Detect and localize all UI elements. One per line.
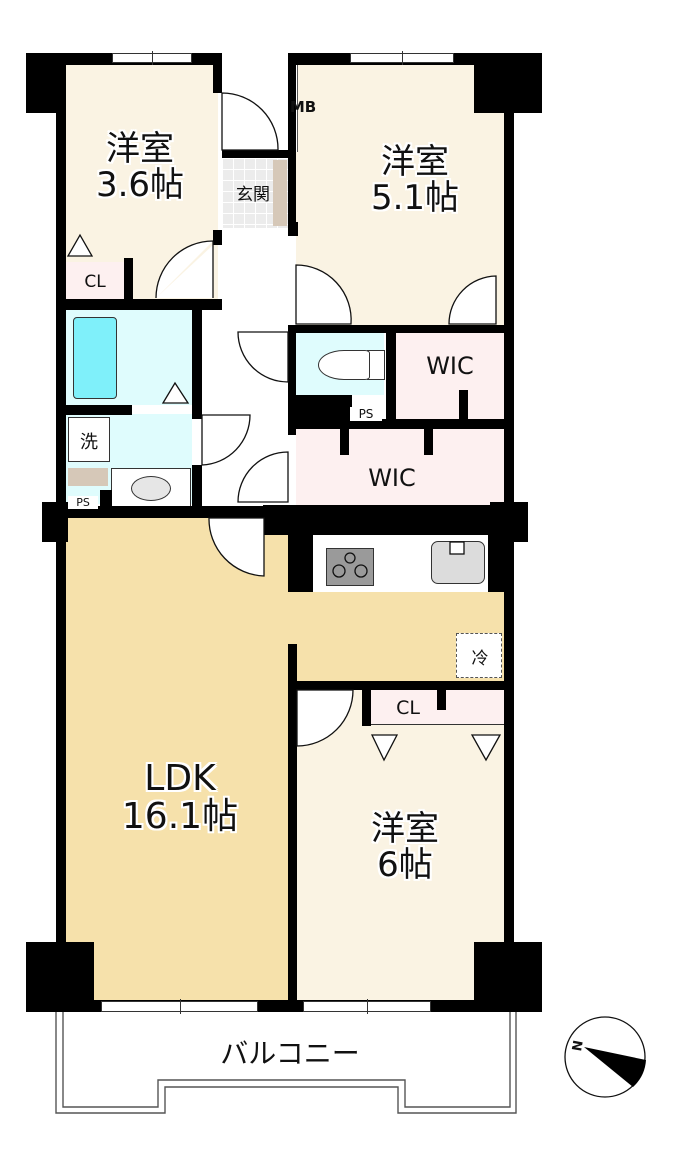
label-closet-1: CL — [84, 272, 106, 292]
wall-room3-top — [288, 681, 514, 690]
room-label-western-2: 洋室 5.1帖 — [345, 142, 485, 218]
wall-entrance-top — [222, 150, 296, 158]
label-entrance: 玄関 — [236, 185, 270, 205]
room-size: 3.6帖 — [95, 164, 185, 205]
ldk-fill — [66, 518, 288, 1002]
room-name: LDK — [144, 758, 216, 799]
room-name: 洋室 — [381, 142, 449, 182]
room-label-western-1: 洋室 3.6帖 — [75, 129, 205, 205]
shoe-box — [273, 160, 287, 226]
wic2-stub-1 — [340, 425, 349, 455]
room-name: 洋室 — [106, 129, 174, 169]
wall-room1-bottom — [56, 299, 222, 310]
wic-1-fill — [396, 333, 504, 419]
wall-left — [56, 53, 66, 1012]
shelf — [68, 468, 108, 486]
wall-kitchen-right — [488, 530, 508, 592]
wall-ps-left — [100, 490, 112, 510]
wall-ldk-divider — [288, 644, 297, 1006]
label-washer: 洗 — [80, 432, 98, 453]
fridge-space — [456, 633, 502, 678]
window-room3 — [303, 999, 431, 1014]
washbasin-icon — [131, 476, 171, 501]
wall-wash-bottom — [56, 506, 288, 518]
wall-wash-right — [192, 465, 202, 510]
label-balcony: バルコニー — [220, 1037, 360, 1070]
room-label-western-3: 洋室 6帖 — [335, 809, 475, 885]
label-fridge: 冷 — [471, 649, 489, 669]
wic-2-fill — [296, 429, 504, 509]
room-size: 5.1帖 — [370, 177, 460, 218]
wall-kitchen-left — [288, 530, 313, 592]
window-ldk — [101, 999, 258, 1014]
wall-cl1-right — [124, 258, 133, 304]
compass-icon — [564, 1016, 646, 1098]
wall-room1-right-lower — [213, 230, 222, 245]
window-room2 — [350, 51, 454, 65]
label-ps-2: PS — [350, 407, 382, 421]
wall-cl2-left — [362, 688, 371, 726]
closet-1-fill — [66, 262, 126, 302]
wall-toilet-right — [386, 325, 396, 423]
wall-room1-right — [213, 53, 222, 93]
label-meter-box: MB — [289, 98, 317, 116]
label-ps-1: PS — [68, 496, 98, 509]
western-room-1-fill — [66, 65, 218, 301]
washer-pan — [68, 417, 110, 462]
wall-bath-right — [192, 299, 202, 419]
room-size: 16.1帖 — [121, 795, 239, 837]
wall-room2-left — [288, 53, 296, 233]
toilet-bowl — [318, 350, 370, 380]
cl2-stub — [437, 688, 446, 710]
wall-bath-bottom — [56, 405, 132, 415]
label-wic-2: WIC — [368, 464, 416, 492]
bathtub — [73, 317, 117, 399]
wall-toilet-left — [288, 325, 296, 435]
room-label-ldk: LDK 16.1帖 — [100, 760, 260, 836]
wic2-stub-2 — [424, 425, 433, 455]
window-room1 — [112, 51, 192, 65]
room-size: 6帖 — [377, 844, 433, 885]
compass-north-label: N — [567, 1038, 585, 1053]
wall-wic-divider — [288, 419, 514, 429]
western-room-3-fill — [296, 690, 504, 1002]
wall-room2-bottom — [288, 325, 514, 333]
label-wic-1: WIC — [426, 352, 474, 380]
wall-toilet-bottom — [288, 395, 352, 423]
label-closet-2: CL — [396, 697, 420, 719]
wall-room2-left-b — [288, 222, 298, 236]
room-name: 洋室 — [371, 809, 439, 849]
wic1-stub — [459, 390, 468, 420]
